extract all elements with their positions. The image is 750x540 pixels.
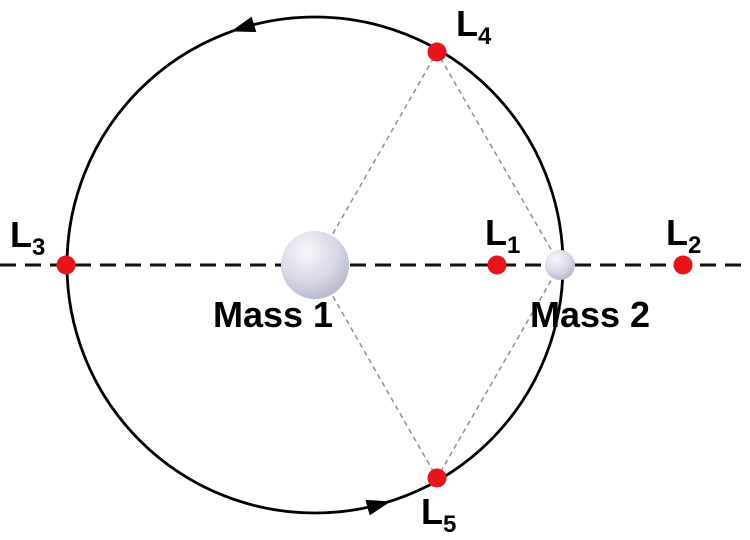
lagrange-points-group <box>56 42 693 488</box>
label-L3: L3 <box>10 214 45 261</box>
point-L2 <box>673 255 693 275</box>
mass2-label: Mass 2 <box>530 294 650 335</box>
orbit-direction-top-arrow <box>231 16 257 32</box>
mass1-sphere <box>281 231 349 299</box>
guide-line-mass1-L4 <box>314 51 438 266</box>
orbit-direction-bottom-arrow <box>365 499 391 516</box>
direction-arrows-group <box>231 16 391 516</box>
point-L4 <box>427 42 447 62</box>
label-L2: L2 <box>666 212 701 259</box>
guide-lines-group <box>314 51 561 479</box>
guide-line-mass2-L4 <box>436 51 561 266</box>
bodies-group <box>281 231 575 299</box>
point-L3 <box>56 255 76 275</box>
label-L1: L1 <box>485 212 520 259</box>
point-L1 <box>487 255 507 275</box>
label-L4: L4 <box>456 3 492 50</box>
mass2-sphere <box>545 250 575 280</box>
point-L5 <box>427 468 447 488</box>
guide-line-mass1-L5 <box>314 264 438 479</box>
guide-line-mass2-L5 <box>436 264 561 479</box>
mass1-label: Mass 1 <box>213 294 333 335</box>
label-L5: L5 <box>421 491 456 538</box>
